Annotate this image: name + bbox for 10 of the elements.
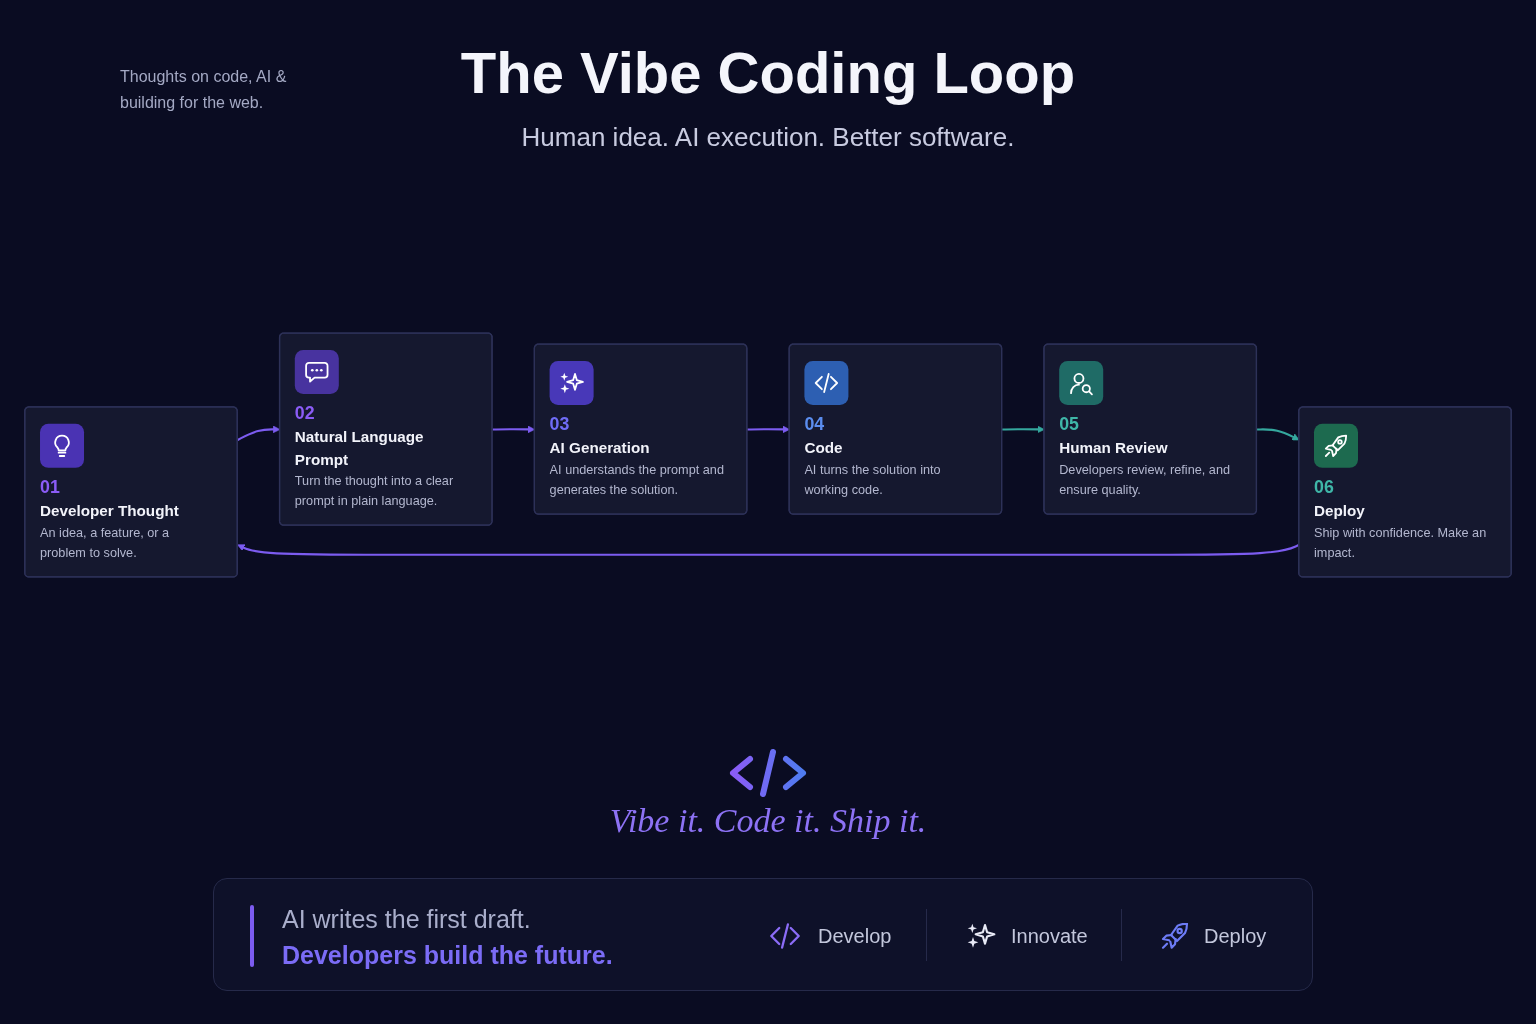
feature-text: Develop xyxy=(818,924,892,949)
banner-text: AI writes the first draft. xyxy=(282,904,531,935)
title: The Vibe Coding Loop xyxy=(460,39,1076,107)
tagline-text: Thoughts on code, AI & building for the web. xyxy=(120,67,288,113)
feature-text: Deploy xyxy=(1204,924,1267,949)
subtitle: Human idea. AI execution. Better software. xyxy=(521,121,1015,154)
banner-highlight-text: Developers build the future. xyxy=(282,940,613,971)
motto-text: Vibe it. Code it. Ship it. xyxy=(609,801,927,841)
feature-text: Innovate xyxy=(1011,924,1088,949)
arrow xyxy=(747,425,790,434)
